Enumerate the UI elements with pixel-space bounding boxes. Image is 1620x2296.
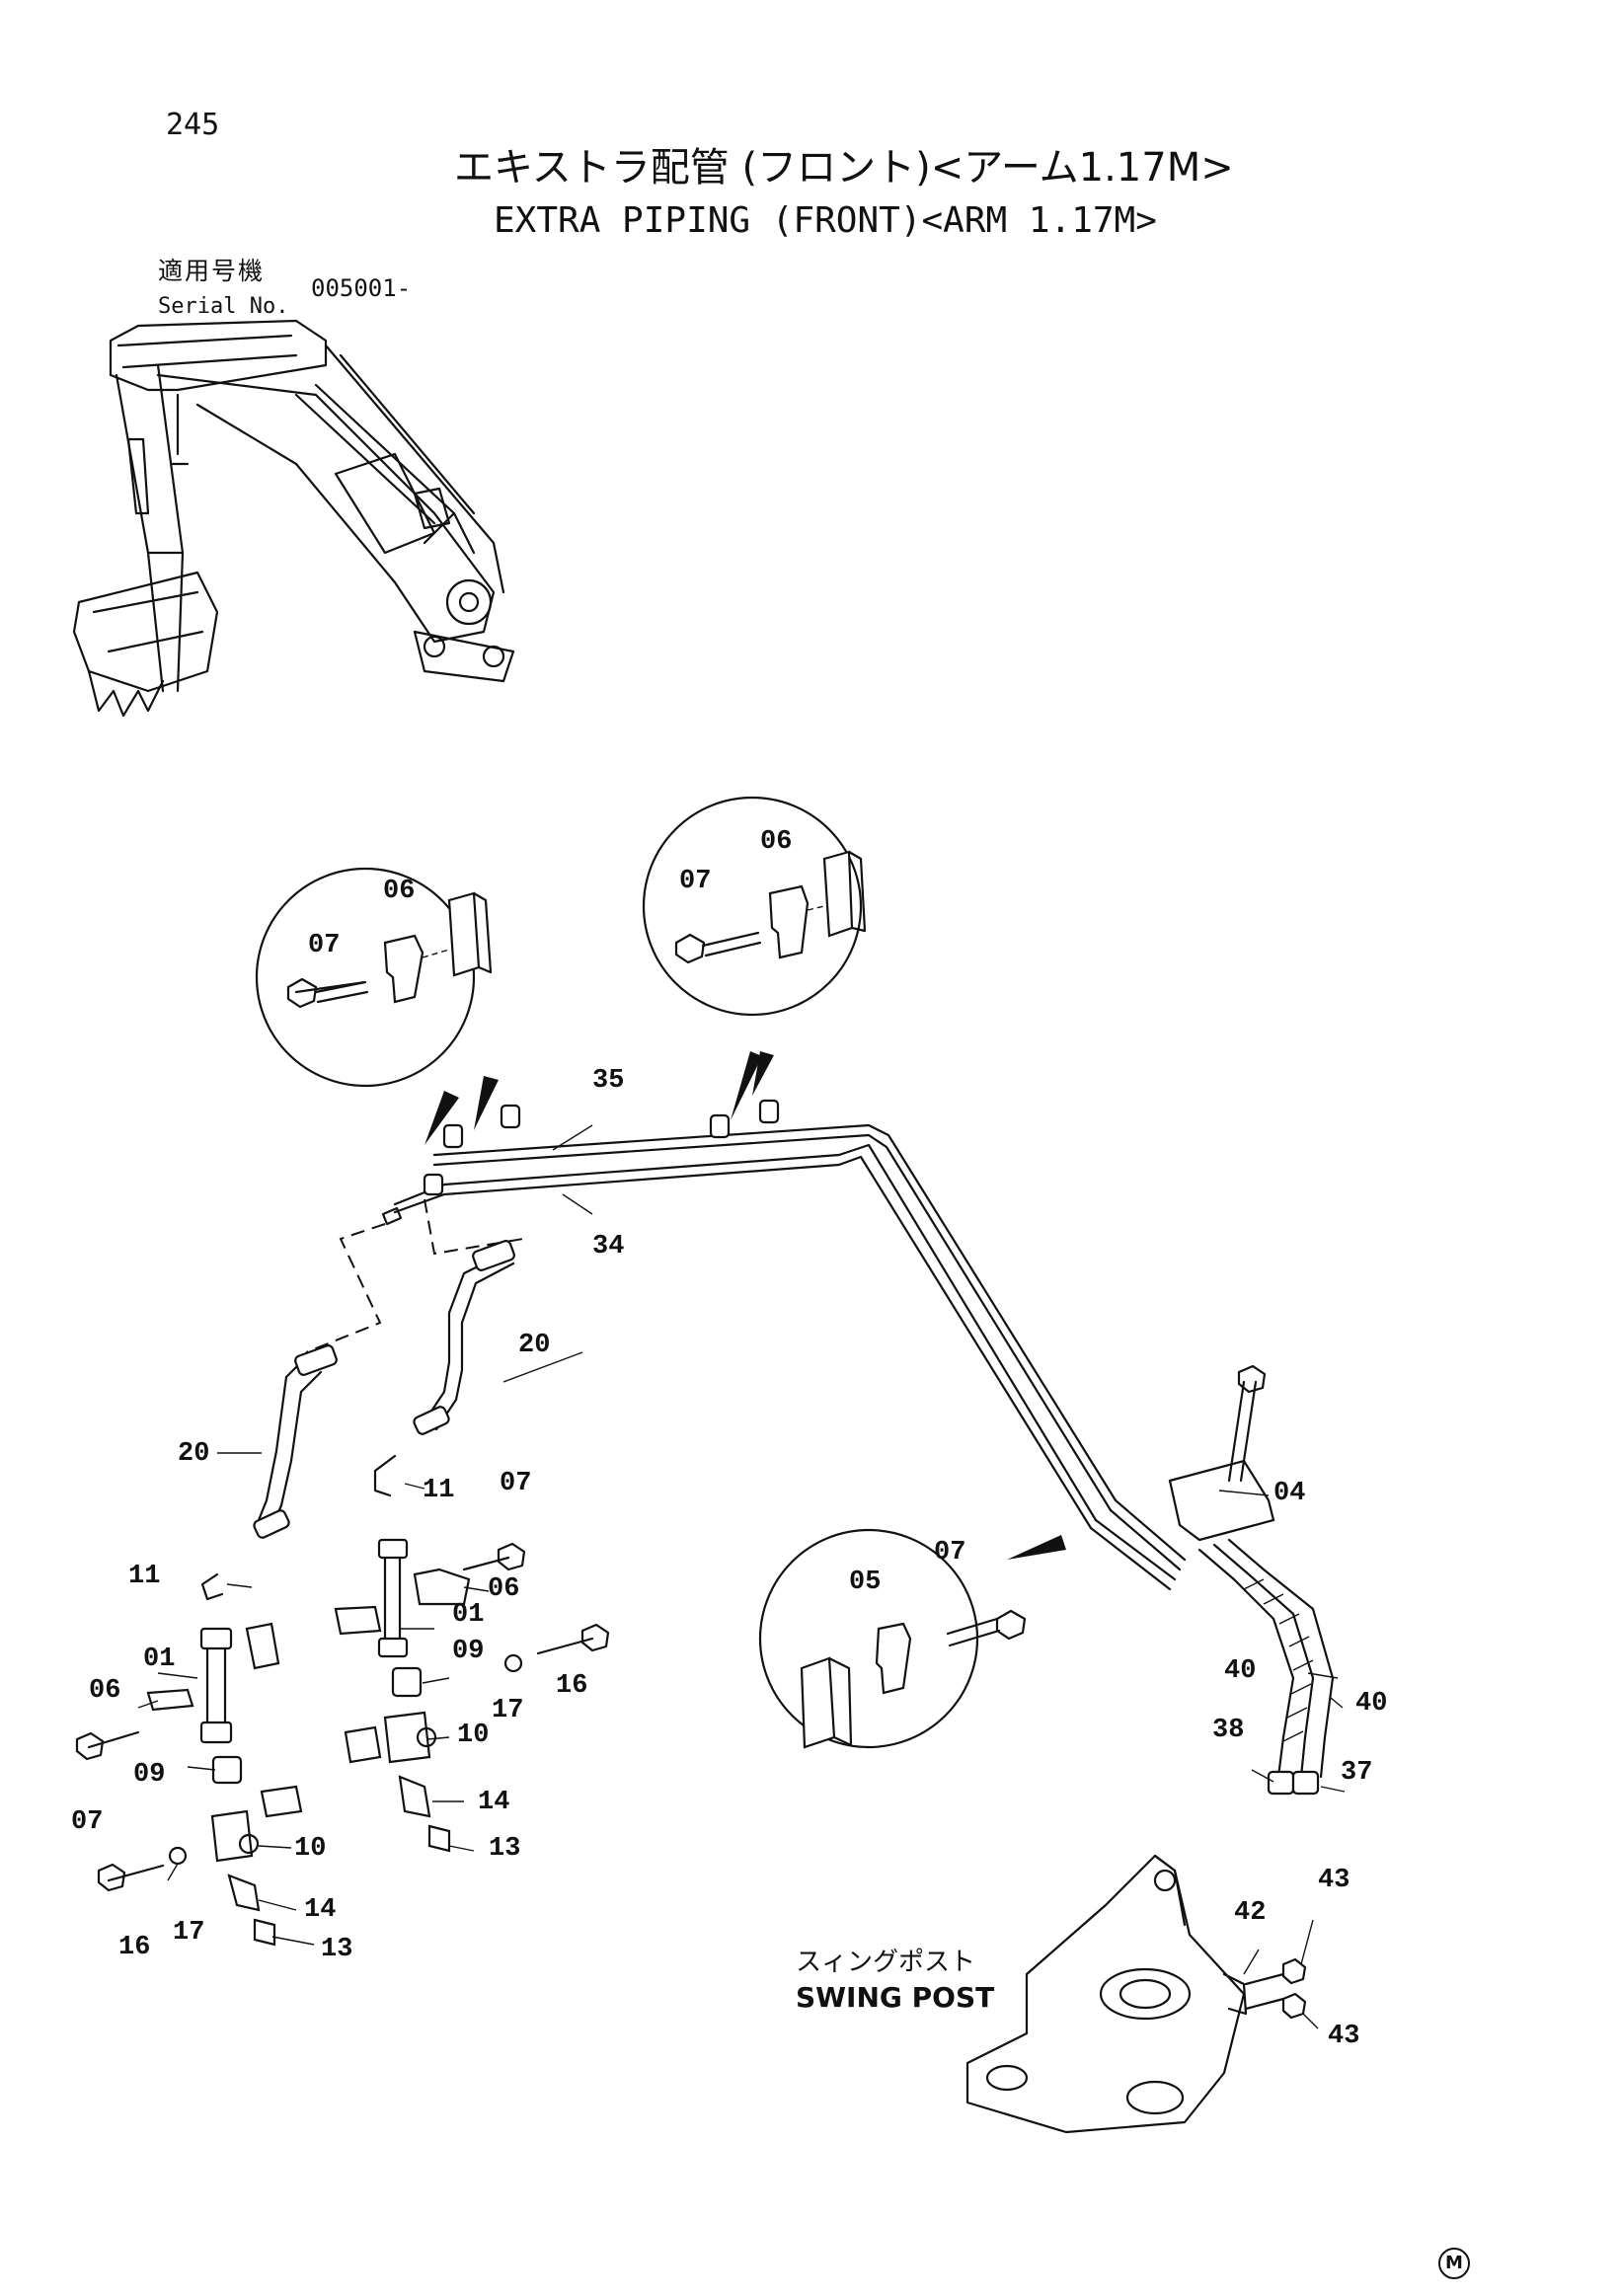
callout-04: 04 [1273, 1479, 1306, 1508]
callout-09: 09 [452, 1637, 485, 1666]
callout-40: 40 [1355, 1689, 1388, 1719]
page-title-japanese: エキストラ配管 (フロント)<アーム1.17M> [454, 145, 1234, 191]
serial-label-english: Serial No. [158, 294, 289, 319]
callout-20: 20 [518, 1331, 551, 1360]
callout-09: 09 [133, 1760, 166, 1790]
detail-circle-clamp-left [255, 867, 499, 1145]
serial-label-japanese: 適用号機 [158, 257, 266, 285]
callout-01: 01 [143, 1645, 176, 1674]
hoses-20 [200, 1240, 515, 1601]
middle-fitting-stack [334, 1538, 610, 1853]
excavator-front-overview [72, 319, 515, 718]
corner-mark: M [1438, 2248, 1470, 2279]
callout-14: 14 [304, 1895, 337, 1925]
callout-20: 20 [178, 1439, 210, 1469]
callout-14: 14 [478, 1788, 510, 1817]
callout-06: 06 [488, 1574, 520, 1604]
callout-38: 38 [1212, 1716, 1245, 1745]
serial-number-value: 005001- [311, 274, 412, 302]
callout-16: 16 [118, 1933, 151, 1962]
callout-11: 11 [128, 1562, 161, 1591]
callout-11: 11 [423, 1476, 455, 1505]
swing-post-label-japanese: スィングポスト [796, 1948, 976, 1977]
left-fitting-stack [75, 1622, 303, 1947]
bracket-and-hoses-40 [1168, 1364, 1335, 1796]
page-title-english: EXTRA PIPING (FRONT)<ARM 1.17M> [494, 200, 1157, 241]
callout-17: 17 [492, 1696, 524, 1725]
swing-post-label-english: SWING POST [796, 1981, 995, 2014]
callout-06: 06 [760, 827, 793, 857]
callout-07: 07 [308, 931, 341, 960]
main-pipes [305, 1099, 1187, 1591]
callout-05: 05 [849, 1568, 882, 1597]
callout-10: 10 [294, 1834, 327, 1864]
callout-43: 43 [1318, 1866, 1350, 1895]
callout-16: 16 [556, 1671, 588, 1701]
callout-13: 13 [321, 1935, 353, 1964]
callout-01: 01 [452, 1600, 485, 1630]
callout-34: 34 [592, 1232, 625, 1262]
callout-40: 40 [1224, 1656, 1257, 1686]
callout-17: 17 [173, 1918, 205, 1948]
callout-07: 07 [934, 1538, 966, 1568]
callout-35: 35 [592, 1066, 625, 1096]
callout-06: 06 [89, 1676, 121, 1706]
callout-43: 43 [1328, 2022, 1360, 2051]
callout-10: 10 [457, 1721, 490, 1750]
callout-07: 07 [500, 1469, 532, 1498]
callout-42: 42 [1234, 1898, 1267, 1928]
callout-07: 07 [679, 867, 712, 896]
callout-07: 07 [71, 1807, 104, 1837]
detail-circle-bracket [758, 1528, 1066, 1749]
callout-06: 06 [383, 877, 416, 906]
callout-13: 13 [489, 1834, 521, 1864]
swing-post [965, 1854, 1307, 2134]
leader-lines [137, 1124, 1346, 2029]
page-number: 245 [166, 108, 220, 142]
callout-37: 37 [1341, 1758, 1373, 1788]
detail-circle-clamp-right [642, 796, 867, 1120]
